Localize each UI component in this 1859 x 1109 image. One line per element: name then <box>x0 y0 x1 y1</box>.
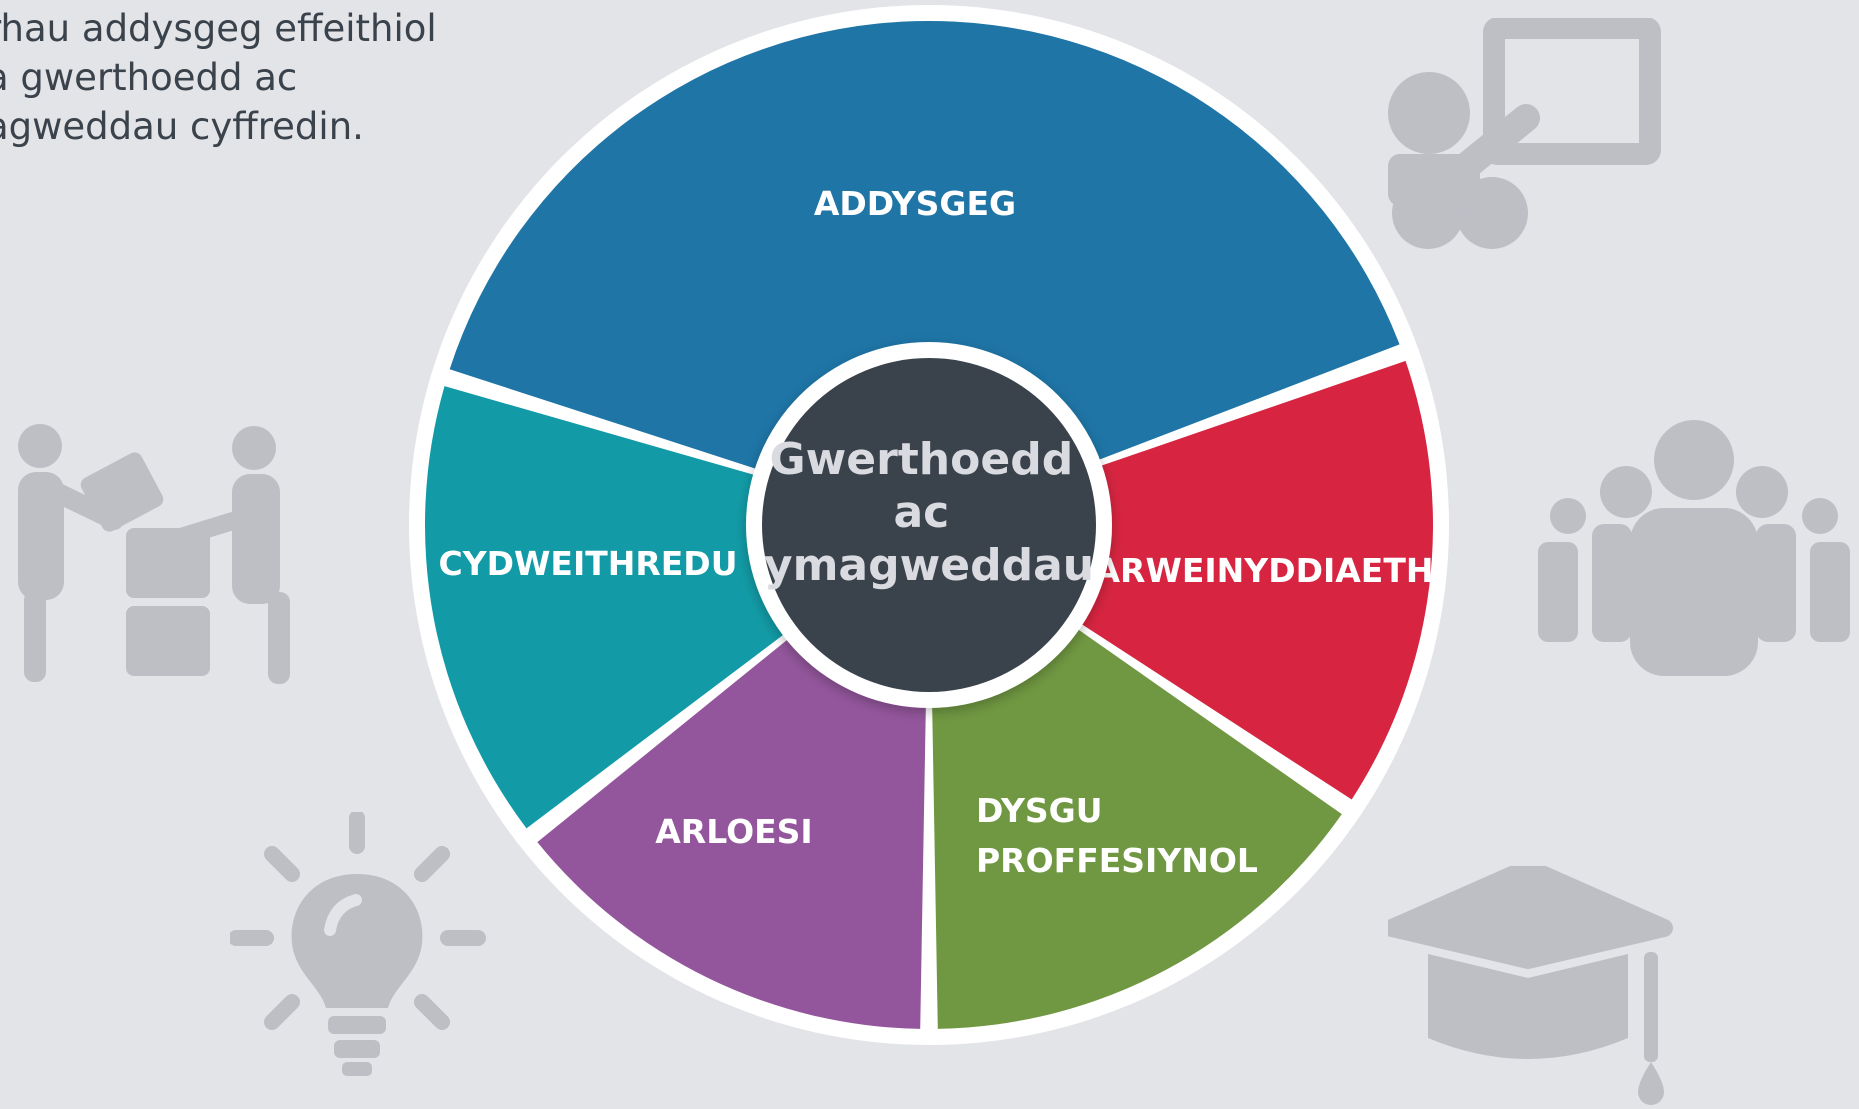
hub-label: Gwerthoedd ac ymagweddau <box>764 434 1094 591</box>
intro-text: rhau addysgeg effeithiol a gwerthoedd ac… <box>0 4 437 151</box>
segment-label-addysgeg: ADDYSGEG <box>814 184 1016 223</box>
lightbulb-icon <box>230 812 490 1080</box>
segment-addysgeg <box>449 20 1400 479</box>
segment-arweinyddiaeth <box>1054 360 1433 800</box>
segment-cydweithredu <box>425 386 810 829</box>
segment-label-arweinyddiaeth: ARWEINYDDIAETH <box>1095 551 1434 590</box>
segment-label-arloesi: ARLOESI <box>655 812 812 851</box>
segment-dysgu-proffesiynol <box>931 611 1342 1029</box>
intro-line: a gwerthoedd ac <box>0 56 298 99</box>
hub-center <box>762 358 1096 692</box>
intro-line: agweddau cyffredin. <box>0 105 364 148</box>
segment-label-cydweithredu: CYDWEITHREDU <box>439 544 738 583</box>
intro-line: rhau addysgeg effeithiol <box>0 7 437 50</box>
teacher-presentation-icon <box>1376 18 1666 258</box>
graduation-cap-icon <box>1388 866 1678 1109</box>
segment-arloesi <box>537 619 927 1029</box>
group-people-icon <box>1534 412 1854 682</box>
collaboration-people-icon <box>14 420 314 686</box>
